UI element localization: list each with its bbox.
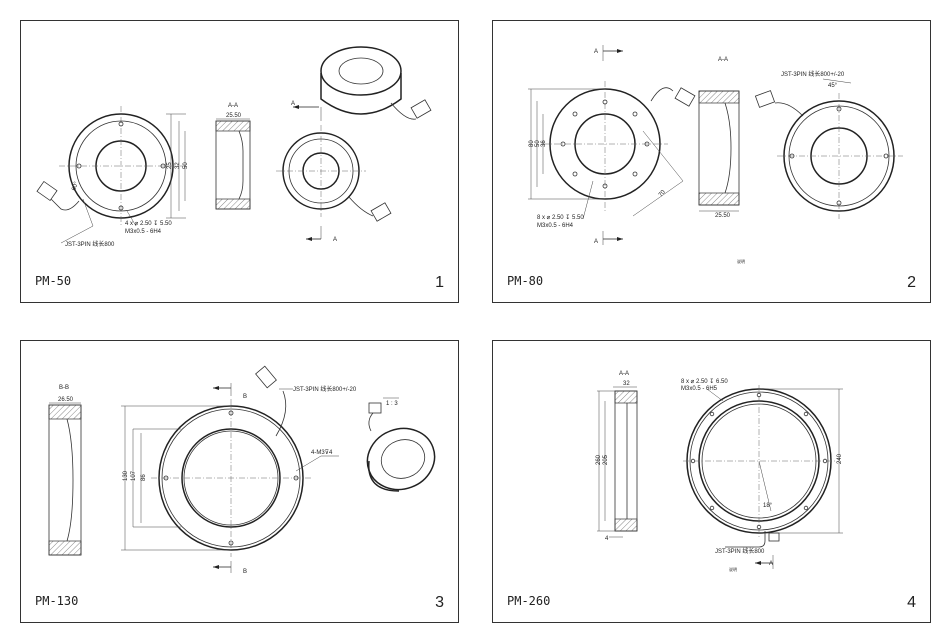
pm130-sheet-number: 3 (435, 594, 444, 611)
pm50-isometric-view (320, 46, 432, 120)
pm80-cut-marker-bottom: A (594, 239, 598, 245)
pm130-drawing: B-B 26.50 (48, 365, 436, 575)
pm130-model-label: PM-130 (35, 594, 79, 608)
pm80-note: 说明 (737, 258, 745, 264)
pm260-section-view (597, 386, 638, 538)
pm260-dim-step: 4 (605, 536, 609, 542)
pm50-dim-thread: M3x0.5 - 6H4 (125, 229, 162, 235)
pm80-dim-thread: M3x0.5 - 6H4 (537, 223, 574, 229)
pm50-dim-holes: 4 x ⌀ 2.50 ↧ 5.50 (125, 220, 172, 227)
pm80-dim-holes: 8 x ⌀ 2.50 ↧ 5.50 (537, 214, 584, 221)
pm80-dim-angle: 45° (828, 83, 838, 89)
pm260-dim-d2: 205 (603, 454, 609, 465)
pm50-model-label: PM-50 (35, 274, 72, 288)
pm260-dim-angle: 18° (763, 503, 773, 509)
pm260-note: 说明 (729, 566, 737, 572)
pm50-cable-note: JST-3PIN 线长800 (65, 240, 115, 248)
pm50-dim-d2: 32 (175, 162, 181, 169)
pm260-cut-marker: A (769, 561, 773, 567)
pm50-dim-width: 25.50 (226, 113, 242, 119)
pm130-dim-d2: 107 (131, 470, 137, 481)
pm260-dim-thread: M3x0.5 - 6H5 (681, 386, 718, 392)
pm130-dim-thread: 4-M3⊽4 (311, 449, 333, 456)
drawing-panel-pm50: 50 32 25 60° 4 x ⌀ 2.50 ↧ 5.50 M3x0.5 - … (20, 20, 459, 303)
pm80-dim-d1: 80 (529, 140, 535, 147)
pm80-section-label: A-A (718, 57, 728, 63)
pm260-dim-d3: 240 (837, 453, 843, 464)
pm80-section-view (698, 90, 740, 212)
pm50-cut-marker-bottom: A (333, 237, 337, 243)
pm130-isometric-view (366, 402, 436, 492)
pm130-dim-d1: 130 (123, 470, 129, 481)
pm80-cable-note: JST-3PIN 线长800+/-20 (781, 70, 845, 78)
pm130-dim-d3: 86 (141, 474, 147, 481)
drawing-panel-pm80: 80 50 36 70 8 x ⌀ 2.50 ↧ 5.50 M3x0.5 - 6… (492, 20, 931, 303)
pm130-cut-marker-bottom: B (243, 569, 247, 575)
pm80-drawing: 80 50 36 70 8 x ⌀ 2.50 ↧ 5.50 M3x0.5 - 6… (528, 45, 903, 264)
pm80-model-label: PM-80 (507, 274, 544, 288)
pm130-dim-width: 26.50 (58, 397, 74, 403)
pm50-dim-d3: 50 (183, 162, 189, 169)
drawing-panel-pm260: A-A 32 260 205 4 (492, 340, 931, 623)
pm50-cut-marker-top: A (291, 101, 295, 107)
pm260-dim-holes: 8 x ⌀ 2.50 ↧ 6.50 (681, 378, 728, 385)
pm260-drawing: A-A 32 260 205 4 (596, 371, 843, 572)
pm50-section-label: A-A (228, 103, 238, 109)
pm80-cut-marker-top: A (594, 49, 598, 55)
pm130-cut-marker-top: B (243, 394, 247, 400)
pm130-front-view (121, 365, 339, 557)
pm80-dim-d3: 36 (541, 140, 547, 147)
pm50-top-view (276, 125, 392, 222)
pm260-model-label: PM-260 (507, 594, 551, 608)
pm260-section-label: A-A (619, 371, 629, 377)
pm80-front-view (528, 81, 696, 220)
pm50-section-view (215, 118, 251, 210)
pm130-scale: 1 : 3 (386, 401, 398, 407)
pm260-front-view (683, 385, 843, 548)
drawing-panel-pm130: B-B 26.50 (20, 340, 459, 623)
pm80-sheet-number: 2 (907, 274, 916, 291)
pm260-cable-note: JST-3PIN 线长800 (715, 547, 765, 555)
pm130-section-label: B-B (59, 385, 69, 391)
pm260-dim-width: 32 (623, 381, 630, 387)
pm50-drawing: 50 32 25 60° 4 x ⌀ 2.50 ↧ 5.50 M3x0.5 - … (36, 46, 432, 248)
pm50-dim-angle: 60° (71, 181, 80, 192)
pm80-rear-view (754, 78, 903, 219)
pm260-dim-d1: 260 (596, 454, 602, 465)
pm80-dim-d2: 50 (535, 140, 541, 147)
pm50-sheet-number: 1 (435, 274, 444, 291)
pm260-sheet-number: 4 (907, 594, 916, 611)
pm130-cable-note: JST-3PIN 线长800+/-20 (293, 385, 357, 393)
pm80-dim-width: 25.50 (715, 213, 731, 219)
pm130-section-view (48, 402, 82, 556)
pm80-dim-diag: 70 (658, 189, 667, 198)
pm50-dim-d1: 25 (167, 162, 173, 169)
pm50-front-view (36, 106, 186, 244)
